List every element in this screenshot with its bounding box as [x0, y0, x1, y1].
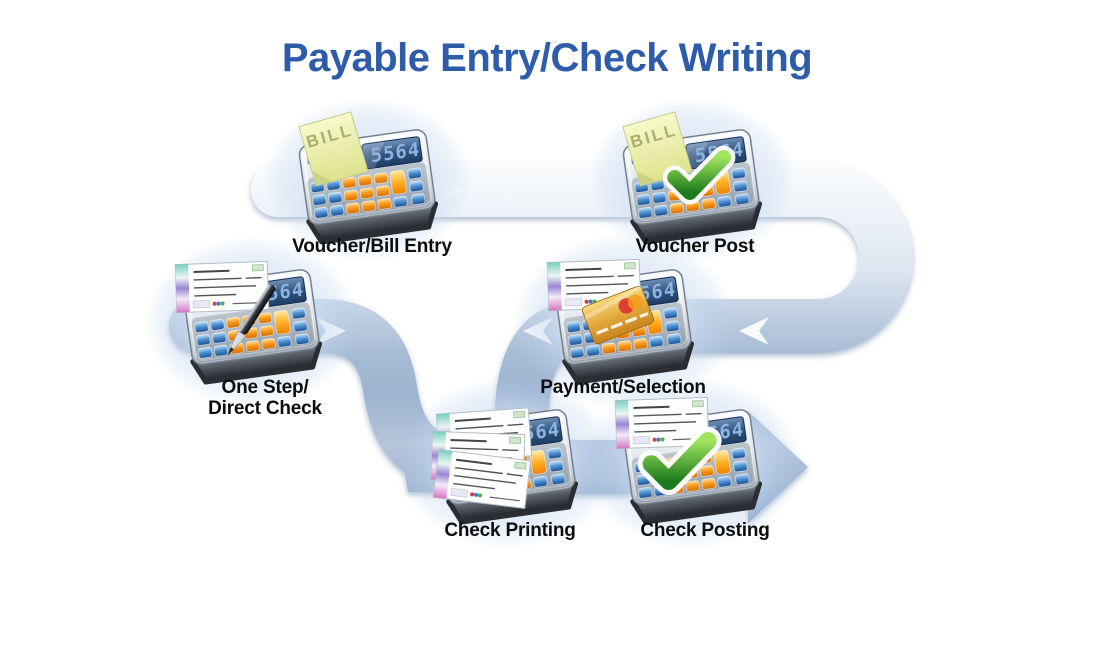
node-label-payment-selection: Payment/Selection	[540, 377, 706, 398]
node-label-one-step-direct-check: One Step/ Direct Check	[208, 377, 322, 419]
node-label-voucher-bill-entry: Voucher/Bill Entry	[292, 236, 452, 257]
bank-check-icon	[174, 260, 270, 314]
node-label-check-posting: Check Posting	[640, 520, 770, 541]
node-voucher-post: 5564 BILL	[622, 111, 762, 244]
node-label-voucher-post: Voucher Post	[635, 236, 755, 257]
node-voucher-bill-entry: 5564 BILL	[298, 111, 438, 244]
node-check-posting: 5564	[614, 396, 762, 523]
node-payment-selection: 5564	[546, 258, 694, 383]
node-label-check-printing: Check Printing	[444, 520, 576, 541]
node-check-printing: 5564	[430, 408, 578, 524]
diagram-title: Payable Entry/Check Writing	[281, 36, 813, 80]
node-one-step-direct-check: 5564	[174, 260, 322, 383]
